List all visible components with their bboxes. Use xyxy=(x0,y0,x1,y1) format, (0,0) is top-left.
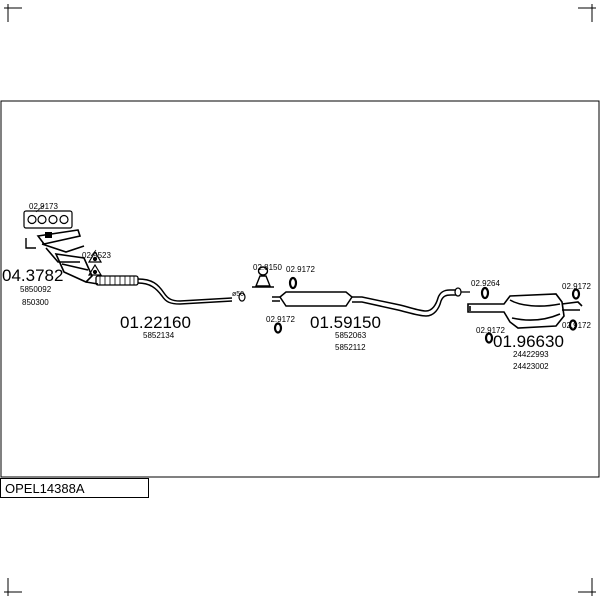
label-nut-manifold: 02.9523 xyxy=(82,251,111,260)
rear-inlet-joint xyxy=(454,287,470,297)
label-manifold-main: 04.3782 xyxy=(2,266,63,285)
label-ring-centre-top: 02.9172 xyxy=(286,265,315,274)
centre-silencer xyxy=(272,289,456,317)
diagram-code: OPEL14388A xyxy=(5,481,85,496)
manifold-stud xyxy=(25,238,36,249)
label-bracket-centre: 02.8150 xyxy=(253,263,282,272)
label-centre-main: 01.59150 xyxy=(310,313,381,332)
manifold-body xyxy=(36,229,99,285)
diagram-code-box: OPEL14388A xyxy=(0,478,149,498)
label-ring-rear-left: 02.9264 xyxy=(471,279,500,288)
label-ring-rear-top-right: 02.9172 xyxy=(562,282,591,291)
label-rear-ref2: 24423002 xyxy=(513,362,549,371)
rubber-ring-rear-bottom xyxy=(484,332,494,344)
rubber-ring-rear-top-right xyxy=(571,288,581,300)
clamp-50 xyxy=(238,292,246,302)
rubber-ring-centre-top xyxy=(288,276,298,290)
label-ring-centre-bottom: 02.9172 xyxy=(266,315,295,324)
diagram-frame xyxy=(0,100,600,478)
rubber-ring-rear-left xyxy=(480,286,490,300)
label-centre-ref2: 5852112 xyxy=(335,343,366,352)
label-ring-rear-right: 02.9172 xyxy=(562,321,591,330)
manifold-gasket xyxy=(23,210,73,229)
label-manifold-ref1: 5850092 xyxy=(20,285,52,294)
corner-marks xyxy=(4,4,596,596)
rear-silencer xyxy=(467,293,583,329)
label-clamp-50: ø50 xyxy=(232,291,244,298)
label-rear-ref1: 24422993 xyxy=(513,350,549,359)
rubber-ring-rear-right xyxy=(568,319,578,331)
rubber-ring-centre-bottom xyxy=(273,322,283,334)
manifold-nuts xyxy=(87,250,103,276)
label-gasket-top: 02.9173 xyxy=(29,202,58,211)
label-rear-main: 01.96630 xyxy=(493,332,564,351)
label-front-pipe-main: 01.22160 xyxy=(120,313,191,332)
label-centre-ref1: 5852063 xyxy=(335,331,367,340)
centre-bracket xyxy=(252,266,274,288)
label-ring-rear-bottom: 02.9172 xyxy=(476,326,505,335)
manifold-washer xyxy=(45,232,52,238)
front-pipe xyxy=(95,275,233,305)
label-manifold-ref2: 850300 xyxy=(22,298,49,307)
label-front-pipe-ref: 5852134 xyxy=(143,331,175,340)
